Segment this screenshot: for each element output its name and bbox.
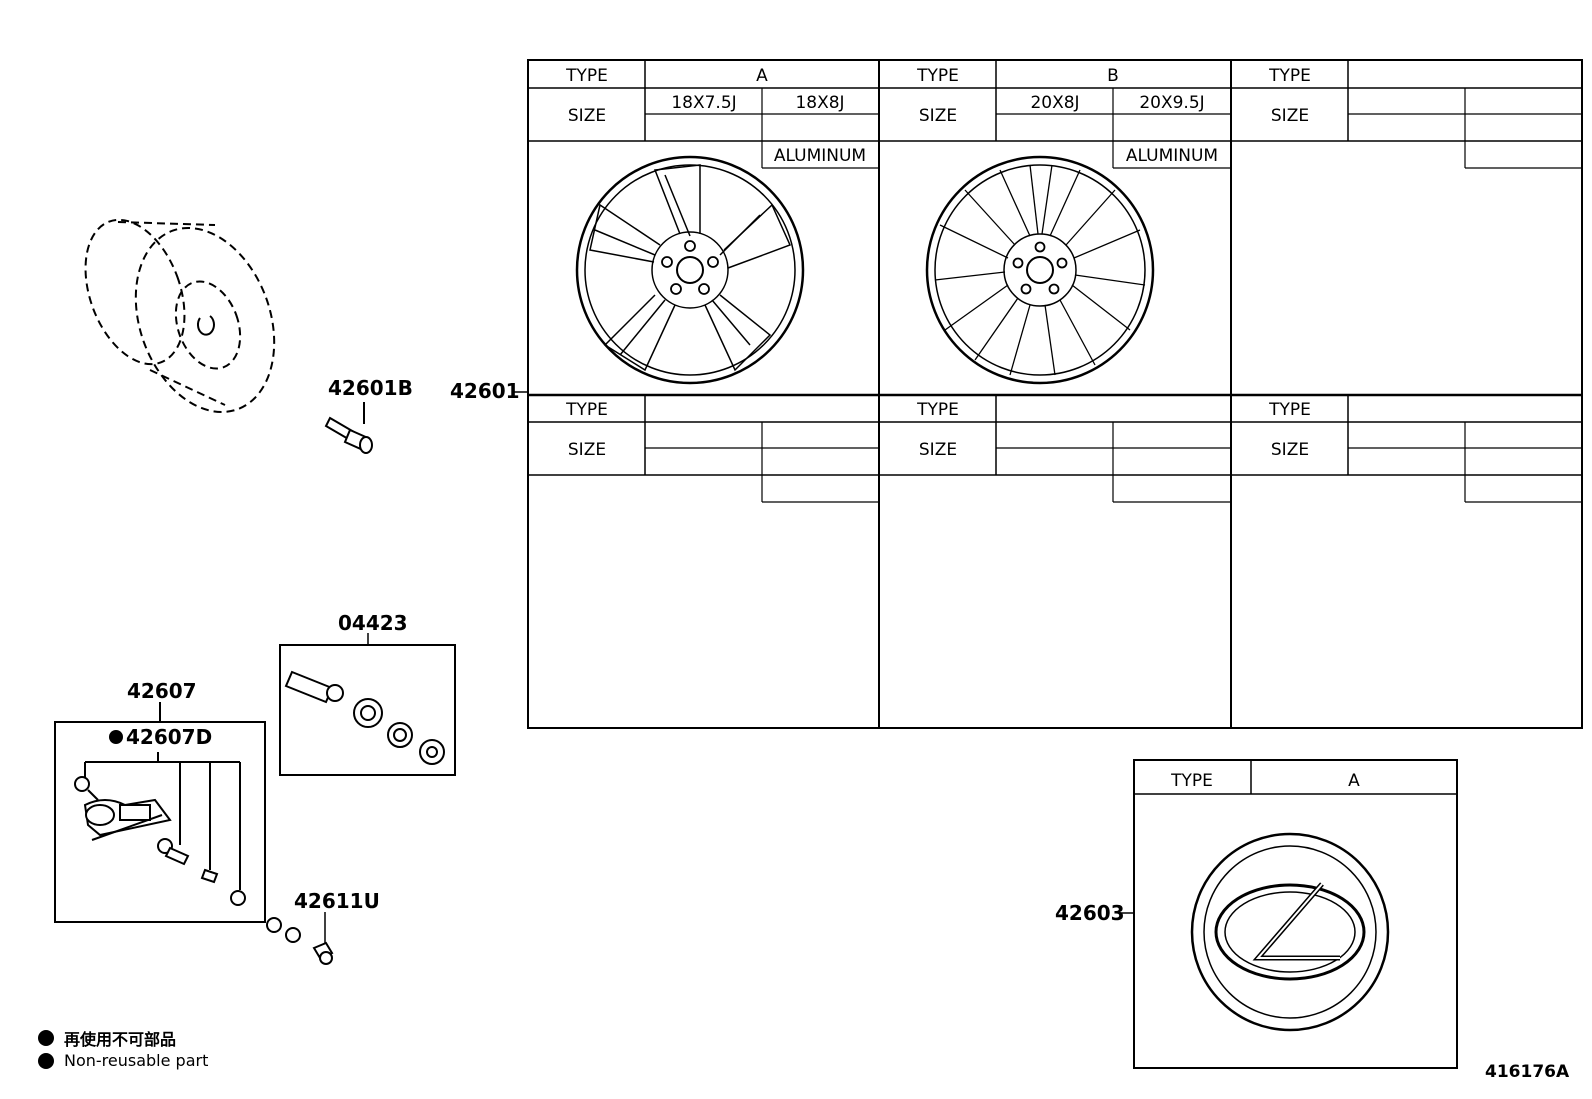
- wheel-type-table: [527, 59, 1583, 729]
- part-label-04423: 04423: [338, 611, 408, 635]
- type-label: TYPE: [916, 66, 959, 86]
- legend-english-text: Non-reusable part: [64, 1051, 209, 1070]
- size-value: 18X8J: [795, 93, 844, 113]
- part-label-42603: 42603: [1055, 901, 1125, 925]
- type-label: TYPE: [1268, 400, 1311, 420]
- material-value: ALUMINUM: [1126, 146, 1218, 166]
- size-label: SIZE: [919, 440, 957, 460]
- hub-bolt-icon: [324, 402, 373, 454]
- size-label: SIZE: [919, 106, 957, 126]
- legend-japanese-text: 再使用不可部品: [64, 1030, 177, 1049]
- part-label-42611u: 42611U: [294, 889, 380, 913]
- size-label: SIZE: [1271, 440, 1309, 460]
- legend-japanese: 再使用不可部品: [38, 1026, 176, 1050]
- part-label-42601: 42601: [450, 379, 520, 403]
- size-value: 20X8J: [1030, 93, 1079, 113]
- part-label-42607: 42607: [127, 679, 197, 703]
- type-value-a: A: [756, 66, 768, 86]
- part-label-42607d: 42607D: [126, 725, 212, 749]
- non-reusable-bullet-icon: [38, 1052, 54, 1069]
- material-value: ALUMINUM: [774, 146, 866, 166]
- valve-core-parts-icon: [266, 917, 334, 965]
- type-label: TYPE: [916, 400, 959, 420]
- tpms-sensor-icon: [74, 752, 246, 906]
- part-label-42601b: 42601B: [328, 376, 413, 400]
- wheel-b-illustration: [925, 155, 1155, 385]
- size-value: 18X7.5J: [671, 93, 736, 113]
- type-label: TYPE: [565, 400, 608, 420]
- center-cap-table: [1133, 759, 1458, 1069]
- figure-id: 416176A: [1485, 1062, 1570, 1082]
- size-label: SIZE: [1271, 106, 1309, 126]
- valve-kit-icon: [284, 670, 445, 765]
- non-reusable-bullet-icon: [38, 1030, 54, 1046]
- cap-type-label: TYPE: [1170, 771, 1213, 791]
- type-label: TYPE: [1268, 66, 1311, 86]
- wheel-table-text: TYPE TYPE TYPE A B SIZE SIZE SIZE 18X7.5…: [565, 66, 1311, 460]
- legend-english: Non-reusable part: [38, 1051, 208, 1070]
- center-cap-lexus-emblem-icon: [1190, 832, 1390, 1032]
- cap-type-value: A: [1348, 771, 1360, 791]
- wheel-a-illustration: [575, 155, 805, 385]
- spare-tire-illustration: [84, 218, 276, 413]
- tpms-sensor-box: [54, 721, 266, 923]
- size-label: SIZE: [568, 440, 606, 460]
- valve-kit-box: [279, 644, 456, 776]
- type-label: TYPE: [565, 66, 608, 86]
- non-reusable-bullet-icon: [109, 730, 123, 744]
- type-value-b: B: [1107, 66, 1119, 86]
- size-value: 20X9.5J: [1139, 93, 1204, 113]
- size-label: SIZE: [568, 106, 606, 126]
